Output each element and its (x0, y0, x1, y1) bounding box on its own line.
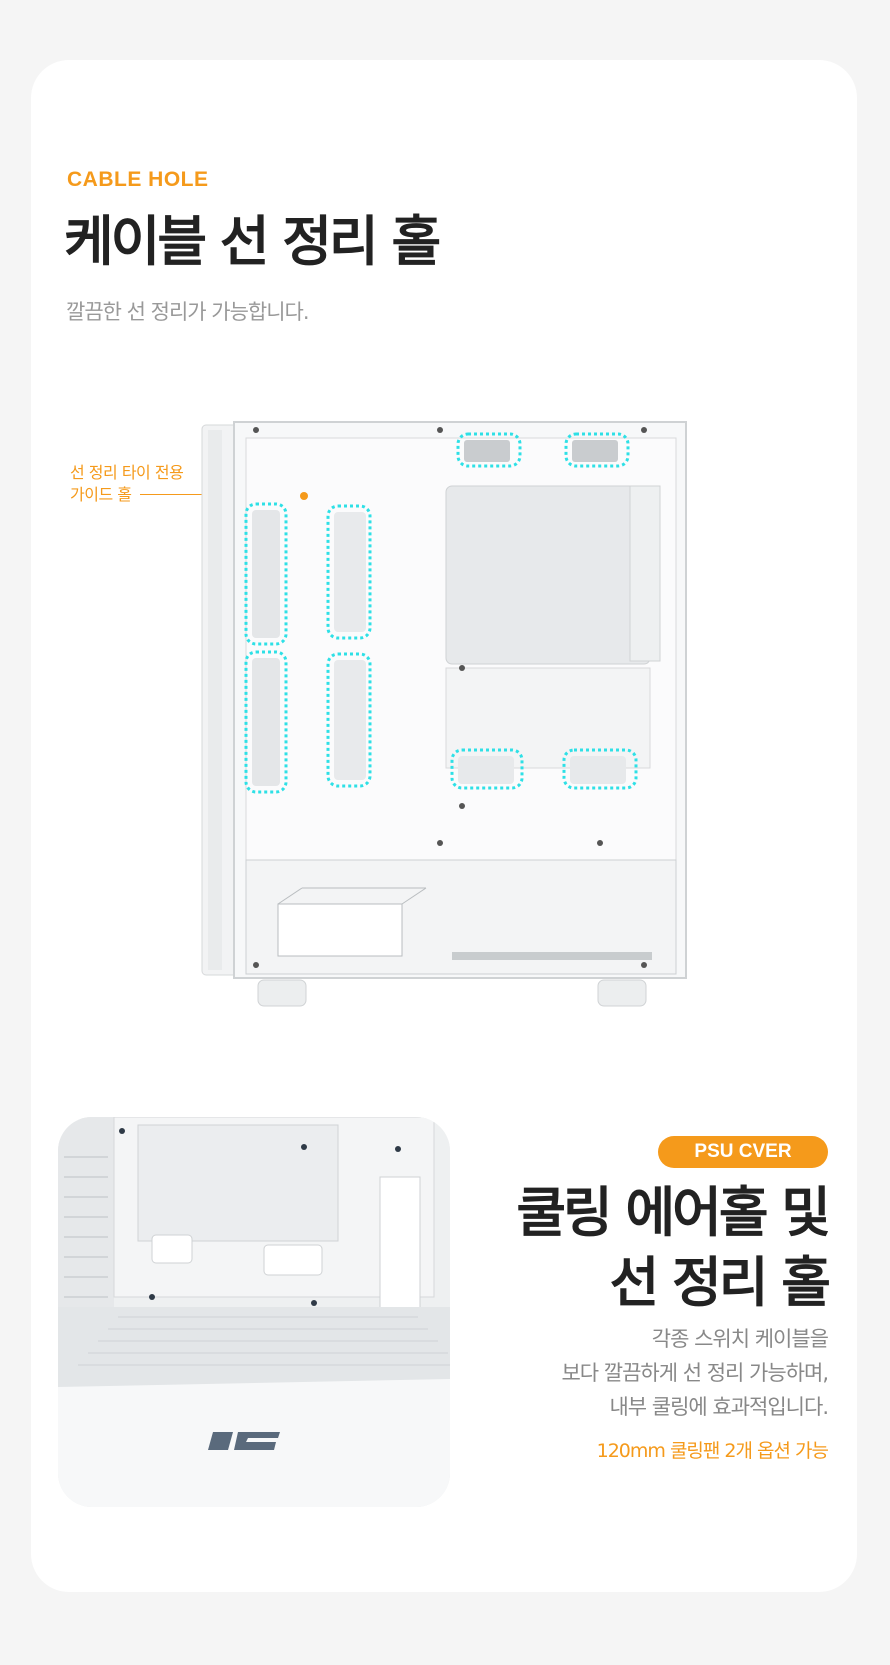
psu-cover-badge: PSU CVER (658, 1136, 828, 1168)
section2-description: 각종 스위치 케이블을 보다 깔끔하게 선 정리 가능하며, 내부 쿨링에 효과… (561, 1322, 829, 1424)
case-side-view-image (201, 421, 687, 1007)
section-eyebrow: CABLE HOLE (67, 168, 209, 191)
annotation-line2: 가이드 홀 (70, 485, 132, 504)
annotation-line1: 선 정리 타이 전용 (70, 463, 184, 482)
cable-tie-annotation: 선 정리 타이 전용 가이드 홀 (70, 462, 184, 506)
section-title: 케이블 선 정리 홀 (64, 210, 441, 273)
section-subtitle: 깔끔한 선 정리가 가능합니다. (66, 300, 310, 324)
guide-hole-marker (300, 492, 308, 500)
desc-line2: 보다 깔끔하게 선 정리 가능하며, (561, 1361, 829, 1385)
desc-line3: 내부 쿨링에 효과적입니다. (609, 1395, 829, 1419)
case-interior-illustration (58, 1117, 450, 1507)
desc-line1: 각종 스위치 케이블을 (651, 1327, 829, 1351)
section2-title-line1: 쿨링 에어홀 및 (516, 1181, 831, 1244)
case-interior-photo (58, 1117, 450, 1507)
fan-option-note: 120mm 쿨링팬 2개 옵션 가능 (596, 1440, 829, 1462)
brand-logo (208, 1432, 280, 1450)
section2-title: 쿨링 에어홀 및 선 정리 홀 (516, 1178, 831, 1318)
section2-title-line2: 선 정리 홀 (609, 1251, 831, 1314)
